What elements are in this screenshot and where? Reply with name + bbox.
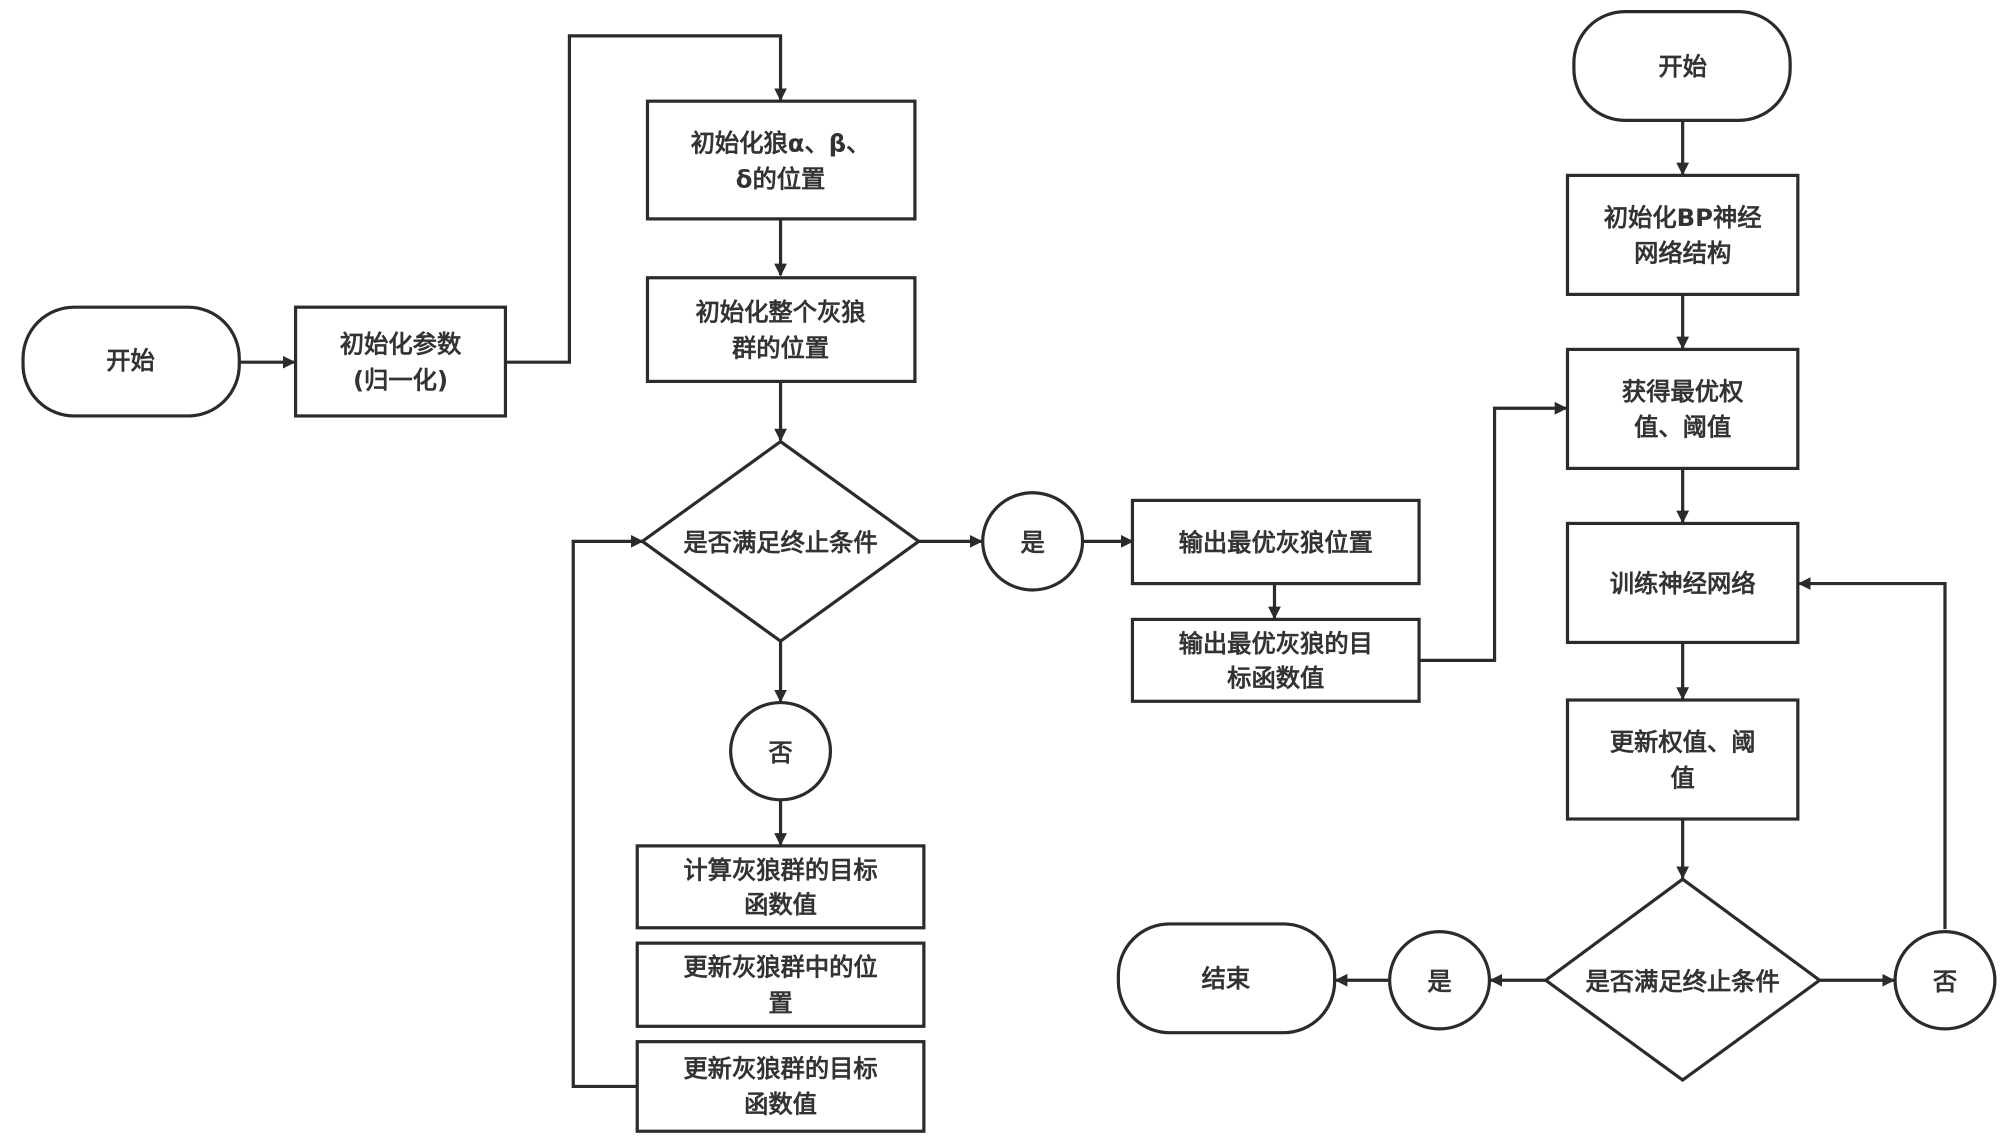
svg-text:置: 置: [768, 989, 792, 1018]
svg-text:值、阈值: 值、阈值: [1634, 413, 1731, 442]
svg-text:否: 否: [1933, 967, 1957, 996]
svg-text:计算灰狼群的目标: 计算灰狼群的目标: [683, 855, 877, 884]
no-connector[interactable]: 否: [729, 700, 833, 802]
svg-text:获得最优权: 获得最优权: [1622, 377, 1744, 406]
svg-text:输出最优灰狼的目: 输出最优灰狼的目: [1179, 629, 1373, 658]
arrow: [505, 34, 787, 364]
svg-text:网络结构: 网络结构: [1634, 239, 1731, 268]
svg-text:函数值: 函数值: [744, 1090, 817, 1119]
svg-text:(归一化): (归一化): [353, 365, 448, 394]
output-position-box[interactable]: 输出最优灰狼位置: [1130, 498, 1421, 586]
bp-start-terminal[interactable]: 开始: [1572, 9, 1792, 122]
arrow: [1420, 401, 1568, 662]
svg-text:初始化参数: 初始化参数: [340, 330, 462, 359]
svg-text:初始化整个灰狼: 初始化整个灰狼: [696, 298, 867, 327]
svg-text:δ的位置: δ的位置: [736, 165, 826, 194]
svg-text:是: 是: [1427, 967, 1452, 996]
svg-text:训练神经网络: 训练神经网络: [1610, 569, 1756, 598]
yes-connector[interactable]: 是: [981, 491, 1085, 592]
svg-text:结束: 结束: [1202, 964, 1251, 993]
svg-text:输出最优灰狼位置: 输出最优灰狼位置: [1179, 528, 1373, 557]
svg-text:初始化BP神经: 初始化BP神经: [1604, 203, 1763, 232]
end-terminal[interactable]: 结束: [1116, 922, 1337, 1035]
svg-text:是否满足终止条件: 是否满足终止条件: [683, 528, 877, 557]
svg-text:值: 值: [1671, 763, 1695, 792]
arrow: [571, 534, 644, 1089]
svg-text:更新灰狼群中的位: 更新灰狼群中的位: [683, 953, 877, 982]
svg-text:更新灰狼群的目标: 更新灰狼群的目标: [683, 1054, 877, 1083]
svg-text:标函数值: 标函数值: [1227, 664, 1324, 693]
init-leaders-box[interactable]: 初始化狼α、β、 δ的位置: [645, 99, 917, 221]
update-weights-box[interactable]: 更新权值、阈值: [1565, 698, 1800, 821]
svg-text:初始化狼α、β、: 初始化狼α、β、: [691, 129, 871, 158]
termination-decision[interactable]: 是否满足终止条件: [639, 439, 922, 644]
start-terminal[interactable]: 开始: [21, 305, 241, 418]
init-params-box[interactable]: 初始化参数 (归一化): [293, 305, 508, 418]
svg-text:开始: 开始: [1658, 52, 1707, 81]
svg-text:更新权值、阈: 更新权值、阈: [1610, 728, 1756, 757]
bp-no-connector[interactable]: 否: [1893, 930, 1997, 1031]
svg-text:是: 是: [1020, 528, 1045, 557]
svg-text:群的位置: 群的位置: [732, 333, 829, 362]
arrow: [1797, 577, 1947, 930]
svg-text:函数值: 函数值: [744, 890, 817, 919]
train-box[interactable]: 训练神经网络: [1565, 521, 1800, 645]
bp-termination-decision[interactable]: 是否满足终止条件: [1543, 877, 1823, 1083]
svg-text:开始: 开始: [106, 346, 155, 375]
bp-yes-connector[interactable]: 是: [1388, 930, 1492, 1031]
svg-text:否: 否: [768, 738, 792, 767]
svg-text:是否满足终止条件: 是否满足终止条件: [1585, 967, 1779, 996]
